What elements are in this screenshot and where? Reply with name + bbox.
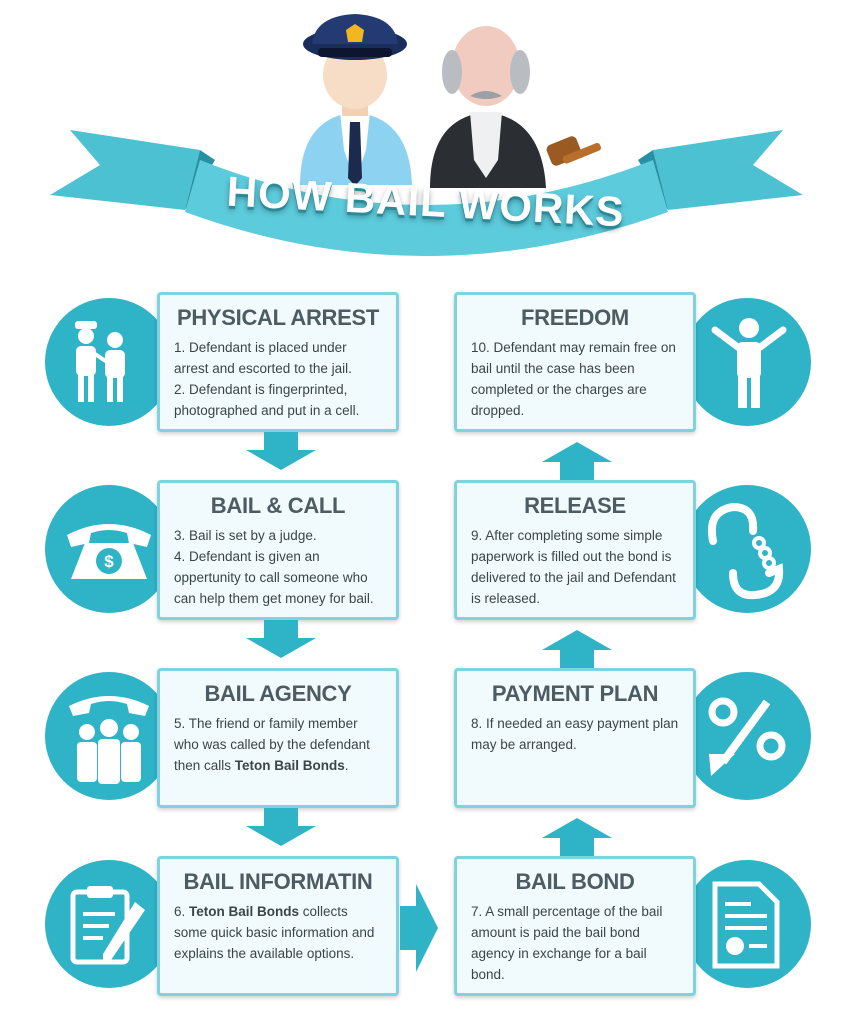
arrow-up-2: [542, 630, 612, 668]
arrow-up-3: [542, 442, 612, 480]
arrow-down-2: [246, 620, 316, 658]
step-text: 9. After completing some simple paperwor…: [471, 528, 676, 606]
arrow-up-1: [542, 818, 612, 856]
step-9-circle: [683, 485, 811, 613]
step-10-card: FREEDOM 10. Defendant may remain free on…: [454, 292, 696, 432]
step-heading: BAIL INFORMATIN: [183, 869, 373, 894]
telephone-dollar-icon: $: [67, 524, 151, 579]
clipboard-pen-icon: [70, 886, 145, 965]
percent-down-icon: [708, 697, 786, 776]
step-9-card: RELEASE 9. After completing some simple …: [454, 480, 696, 620]
step-heading: BAIL & CALL: [210, 493, 346, 518]
step-3-card: BAIL AGENCY 5. The friend or family memb…: [157, 668, 399, 808]
step-text: 8. If needed an easy payment plan may be…: [471, 716, 679, 752]
police-officer-icon: [300, 14, 412, 186]
step-text: 7. A small percentage of the bail amount…: [471, 904, 663, 982]
step-3-circle: [45, 672, 173, 800]
step-text: 10. Defendant may remain free on bail un…: [471, 340, 676, 418]
step-10-circle: [683, 298, 811, 426]
gavel-icon: [546, 136, 601, 166]
step-4-card: BAIL INFORMATIN 6. Teton Bail Bonds coll…: [157, 856, 399, 996]
step-1-circle: [45, 298, 173, 426]
step-text: 3. Bail is set by a judge. 4. Defendant …: [174, 528, 374, 606]
free-person-icon: [711, 318, 787, 408]
police-officer-defendant-icon: [75, 321, 125, 402]
step-8-circle: [683, 672, 811, 800]
step-heading: RELEASE: [524, 493, 626, 518]
step-8-card: PAYMENT PLAN 8. If needed an easy paymen…: [454, 668, 696, 808]
phone-group-icon: [69, 696, 149, 784]
judge-icon: [430, 26, 546, 188]
step-heading: PHYSICAL ARREST: [176, 305, 380, 330]
step-heading: BAIL AGENCY: [204, 681, 352, 706]
step-1-card: PHYSICAL ARREST 1. Defendant is placed u…: [157, 292, 399, 432]
ribbon-band: [185, 160, 668, 256]
step-heading: BAIL BOND: [515, 869, 635, 894]
certificate-document-icon: [712, 881, 780, 969]
step-7-card: BAIL BOND 7. A small percentage of the b…: [454, 856, 696, 996]
open-handcuffs-icon: [708, 502, 784, 600]
svg-text:$: $: [104, 552, 114, 571]
step-heading: PAYMENT PLAN: [491, 681, 659, 706]
arrow-down-1: [246, 432, 316, 470]
step-text: 5. The friend or family member who was c…: [174, 716, 370, 773]
step-2-circle: $: [45, 485, 173, 613]
step-4-circle: [45, 860, 173, 988]
arrow-down-3: [246, 808, 316, 846]
ribbon-right-tail: [653, 130, 803, 210]
step-2-card: BAIL & CALL 3. Bail is set by a judge. 4…: [157, 480, 399, 620]
step-7-circle: [683, 860, 811, 988]
step-text: 6. Teton Bail Bonds collects some quick …: [174, 904, 375, 961]
ribbon-left-tail: [50, 130, 200, 210]
header-illustration: [50, 14, 803, 256]
step-text: 1. Defendant is placed under arrest and …: [174, 340, 360, 418]
arrow-right: [400, 884, 438, 972]
step-heading: FREEDOM: [521, 305, 629, 330]
